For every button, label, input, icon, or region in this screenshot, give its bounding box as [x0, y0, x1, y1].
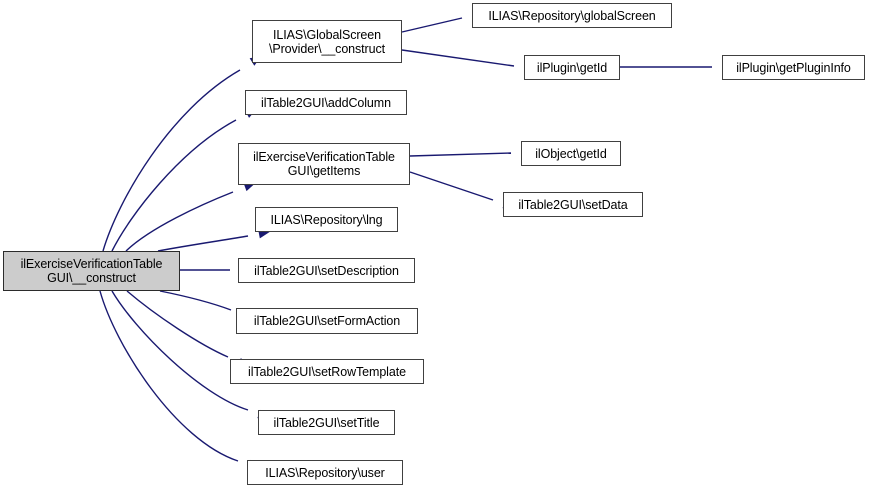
call-edge: [401, 49, 515, 67]
graph-node-label: ilExerciseVerificationTable GUI\__constr…: [20, 257, 163, 285]
graph-node-label: ilPlugin\getId: [536, 60, 608, 75]
graph-node-iltable2gui_setdata[interactable]: ilTable2GUI\setData: [503, 192, 643, 217]
graph-node-iltable2gui_setdescription[interactable]: ilTable2GUI\setDescription: [238, 258, 415, 283]
graph-node-ilplugin_getplugininfo[interactable]: ilPlugin\getPluginInfo: [722, 55, 865, 80]
graph-node-label: ILIAS\Repository\lng: [270, 212, 383, 227]
call-edge: [111, 119, 237, 252]
graph-node-repository_user[interactable]: ILIAS\Repository\user: [247, 460, 403, 485]
graph-node-label: ilTable2GUI\addColumn: [261, 95, 391, 110]
graph-node-repository_globalscreen[interactable]: ILIAS\Repository\globalScreen: [472, 3, 672, 28]
graph-node-getitems[interactable]: ilExerciseVerificationTable GUI\getItems: [238, 143, 410, 185]
graph-node-label: ilPlugin\getPluginInfo: [736, 60, 851, 75]
graph-node-label: ilTable2GUI\setFormAction: [253, 314, 401, 328]
graph-node-label: ilTable2GUI\setDescription: [254, 263, 399, 278]
call-edge: [401, 17, 463, 33]
graph-node-iltable2gui_settitle[interactable]: ilTable2GUI\setTitle: [258, 410, 395, 435]
graph-node-label: ILIAS\GlobalScreen \Provider\__construct: [268, 27, 385, 56]
call-edge: [159, 290, 232, 311]
call-edge: [157, 235, 249, 252]
graph-node-ilobject_getid[interactable]: ilObject\getId: [521, 141, 621, 166]
call-edge: [111, 290, 249, 411]
call-edge: [409, 152, 512, 157]
graph-node-iltable2gui_setformaction[interactable]: ilTable2GUI\setFormAction: [236, 308, 418, 334]
graph-node-label: ilExerciseVerificationTable GUI\getItems: [253, 150, 395, 178]
graph-node-repository_lng[interactable]: ILIAS\Repository\lng: [255, 207, 398, 232]
graph-node-label: ilObject\getId: [535, 146, 607, 161]
call-edge: [126, 290, 229, 358]
graph-node-label: ilTable2GUI\setRowTemplate: [248, 364, 406, 379]
call-edge: [125, 191, 234, 252]
graph-node-ilplugin_getid[interactable]: ilPlugin\getId: [524, 55, 620, 80]
graph-node-label: ILIAS\Repository\globalScreen: [488, 8, 656, 23]
call-edge: [409, 171, 494, 201]
graph-node-globalscreen_provider_construct[interactable]: ILIAS\GlobalScreen \Provider\__construct: [252, 20, 402, 63]
graph-node-iltable2gui_addcolumn[interactable]: ilTable2GUI\addColumn: [245, 90, 407, 115]
graph-node-label: ilTable2GUI\setTitle: [273, 415, 380, 430]
call-edge: [99, 290, 239, 462]
graph-node-label: ILIAS\Repository\user: [265, 465, 385, 480]
call-edge: [102, 69, 241, 252]
graph-node-label: ilTable2GUI\setData: [518, 197, 628, 212]
graph-node-root[interactable]: ilExerciseVerificationTable GUI\__constr…: [3, 251, 180, 291]
graph-node-iltable2gui_setrowtemplate[interactable]: ilTable2GUI\setRowTemplate: [230, 359, 424, 384]
